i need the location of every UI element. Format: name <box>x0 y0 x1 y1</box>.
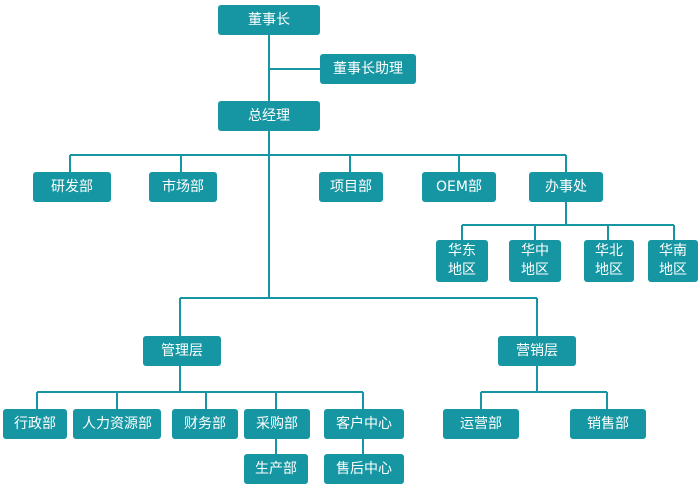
node-production[interactable]: 生产部 <box>244 454 308 484</box>
node-east-region[interactable]: 华东地区 <box>436 240 488 282</box>
node-north-region[interactable]: 华北地区 <box>584 240 634 282</box>
node-rnd-label: 研发部 <box>51 178 93 195</box>
node-chairman[interactable]: 董事长 <box>218 5 320 35</box>
node-south-region-line2: 地区 <box>659 262 687 278</box>
node-north-region-line1: 华北 <box>595 243 623 259</box>
node-marketing-label: 市场部 <box>162 178 204 195</box>
node-north-region-line2: 地区 <box>595 262 623 278</box>
node-central-region-line2: 地区 <box>521 262 549 278</box>
node-sales-dept[interactable]: 销售部 <box>570 409 646 439</box>
node-management[interactable]: 管理层 <box>143 336 221 366</box>
node-production-label: 生产部 <box>255 460 297 477</box>
node-projects[interactable]: 项目部 <box>319 172 383 202</box>
node-south-region[interactable]: 华南地区 <box>648 240 698 282</box>
node-hr[interactable]: 人力资源部 <box>73 409 161 439</box>
node-oem[interactable]: OEM部 <box>422 172 496 202</box>
node-admin[interactable]: 行政部 <box>3 409 67 439</box>
node-chairman-label: 董事长 <box>248 11 290 28</box>
node-office-label: 办事处 <box>545 178 587 195</box>
node-general-manager[interactable]: 总经理 <box>218 101 320 131</box>
node-sales-layer[interactable]: 营销层 <box>498 336 576 366</box>
node-sales-dept-label: 销售部 <box>587 415 629 432</box>
node-management-label: 管理层 <box>161 342 203 359</box>
node-east-region-line1: 华东 <box>448 243 476 259</box>
node-finance[interactable]: 财务部 <box>172 409 238 439</box>
node-chairman-assistant-label: 董事长助理 <box>333 60 403 77</box>
node-operations[interactable]: 运营部 <box>443 409 519 439</box>
node-purchasing[interactable]: 采购部 <box>244 409 310 439</box>
node-office[interactable]: 办事处 <box>529 172 603 202</box>
node-rnd[interactable]: 研发部 <box>33 172 111 202</box>
node-general-manager-label: 总经理 <box>248 107 290 124</box>
node-hr-label: 人力资源部 <box>82 415 152 432</box>
node-after-sales-label: 售后中心 <box>336 460 392 477</box>
node-marketing[interactable]: 市场部 <box>149 172 217 202</box>
node-purchasing-label: 采购部 <box>256 415 298 432</box>
node-projects-label: 项目部 <box>330 178 372 195</box>
node-customer-center[interactable]: 客户中心 <box>324 409 404 439</box>
node-oem-label: OEM部 <box>436 178 482 195</box>
node-south-region-line1: 华南 <box>659 243 687 259</box>
node-admin-label: 行政部 <box>14 415 56 432</box>
node-chairman-assistant[interactable]: 董事长助理 <box>320 54 416 84</box>
node-customer-center-label: 客户中心 <box>336 415 392 432</box>
node-central-region-line1: 华中 <box>521 243 549 259</box>
node-after-sales[interactable]: 售后中心 <box>324 454 404 484</box>
node-sales-layer-label: 营销层 <box>516 342 558 359</box>
node-east-region-line2: 地区 <box>448 262 476 278</box>
node-central-region[interactable]: 华中地区 <box>509 240 561 282</box>
node-finance-label: 财务部 <box>184 415 226 432</box>
node-operations-label: 运营部 <box>460 415 502 432</box>
